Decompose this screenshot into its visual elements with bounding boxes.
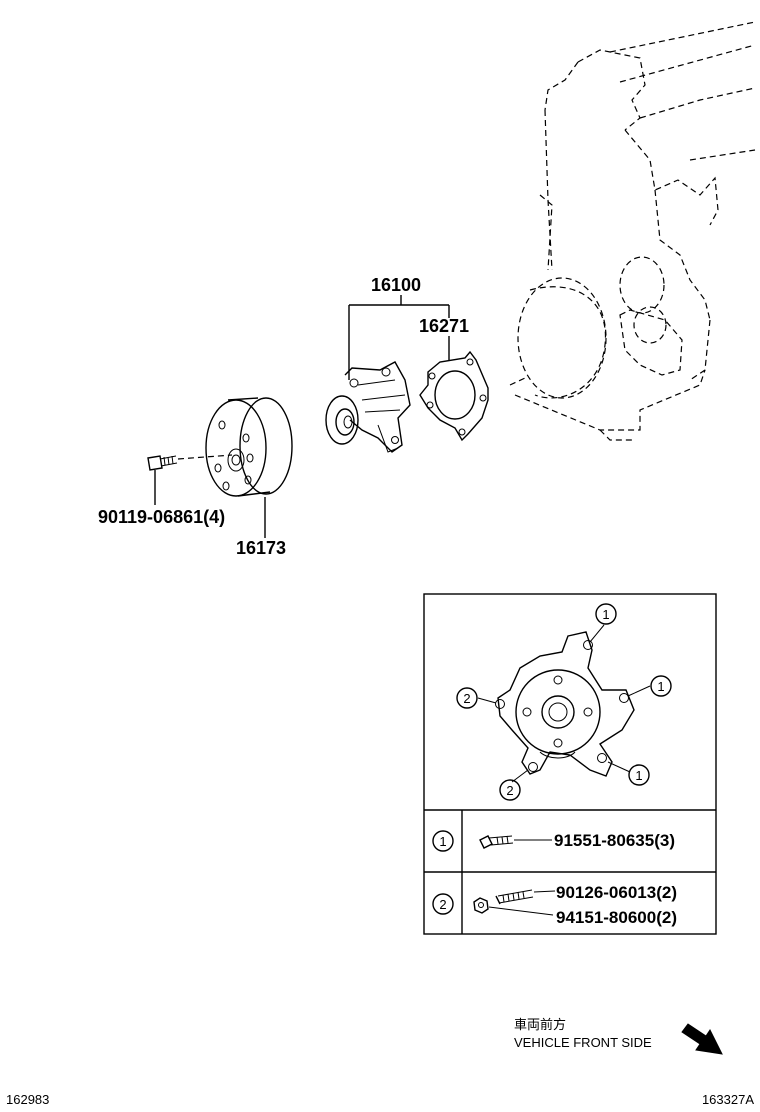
pump-flange-view [495, 631, 635, 777]
footer-code-left: 162983 [6, 1092, 49, 1107]
stud-bolt-icon [495, 889, 534, 905]
part-number-pulley: 16173 [236, 538, 286, 558]
callout-marker: 2 [506, 783, 513, 798]
part-number-row2-stud: 90126-06013(2) [556, 883, 677, 902]
callout-marker: 1 [635, 768, 642, 783]
vehicle-front-label-jp: 車両前方 [514, 1017, 566, 1033]
detail-box: 1 1 2 1 2 1 91551-80635(3) 2 90126-06013… [423, 593, 717, 935]
part-number-gasket: 16271 [419, 316, 469, 336]
callout-marker: 1 [602, 607, 609, 622]
part-number-pulley-bolt: 90119-06861(4) [98, 507, 225, 527]
part-number-row1-bolt: 91551-80635(3) [554, 831, 675, 850]
vehicle-front-label-en: VEHICLE FRONT SIDE [514, 1035, 652, 1050]
pulley-drawing [205, 397, 293, 497]
bolt-icon [479, 835, 514, 849]
pulley-bolt-drawing [147, 454, 233, 471]
engine-block-outline [509, 21, 756, 441]
part-number-water-pump: 16100 [371, 275, 421, 295]
nut-icon [473, 897, 489, 914]
gasket-drawing [419, 350, 489, 442]
table-row-marker: 1 [439, 834, 446, 849]
callout-marker: 2 [463, 691, 470, 706]
part-number-row2-nut: 94151-80600(2) [556, 908, 677, 927]
footer-code-right: 163327A [702, 1092, 754, 1107]
leader-lines [154, 295, 450, 538]
callout-marker: 1 [657, 679, 664, 694]
water-pump-drawing [325, 361, 411, 453]
direction-arrow-icon [681, 1023, 723, 1055]
table-row-marker: 2 [439, 897, 446, 912]
